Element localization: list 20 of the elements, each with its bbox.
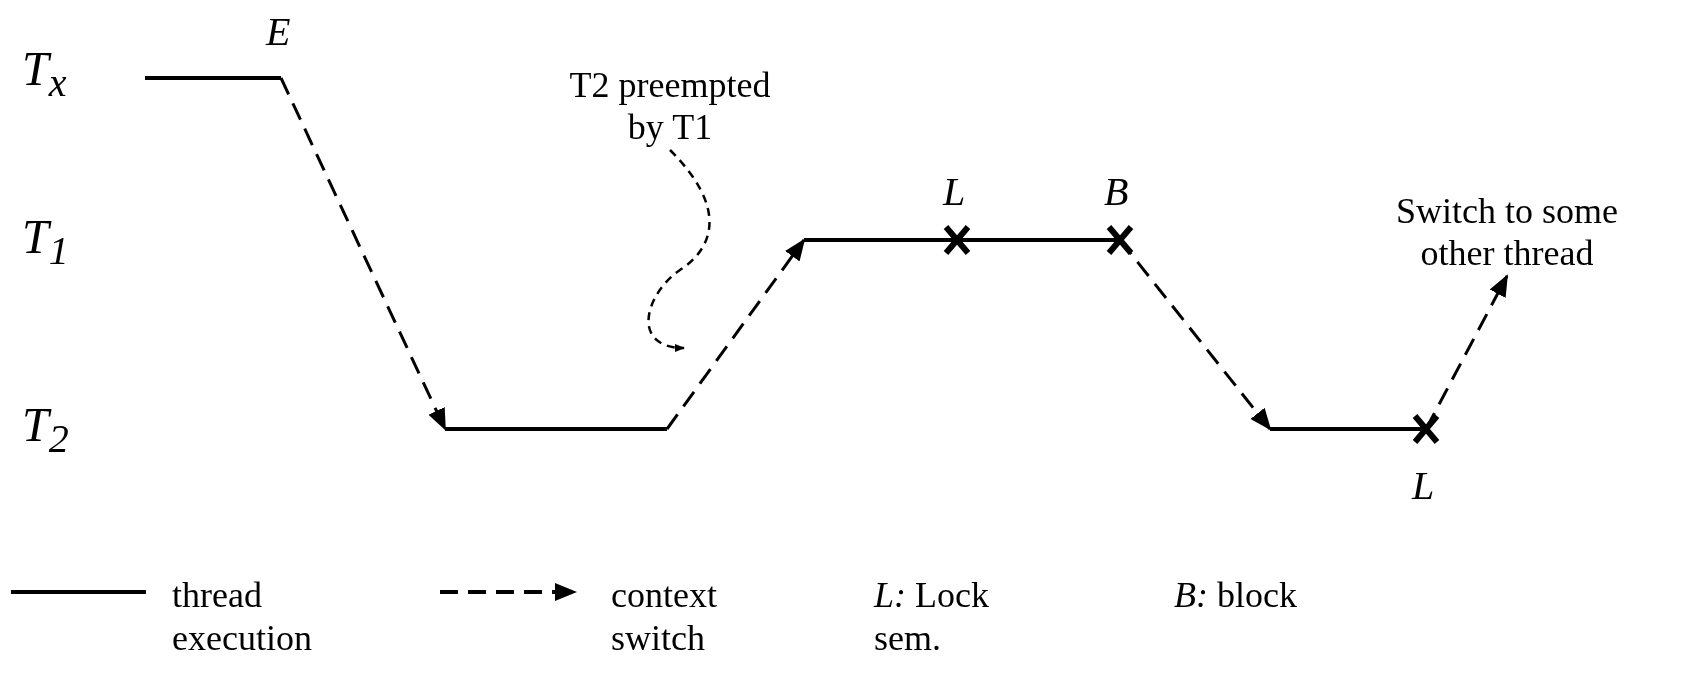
curved-arrow <box>647 149 711 352</box>
event-letter: L <box>1412 462 1435 510</box>
context-switch-arrow <box>665 238 806 430</box>
legend-text: thread execution <box>172 574 313 661</box>
legend-text: L: Lock sem. <box>874 574 990 661</box>
event-letter: E <box>266 8 291 56</box>
legend-text: context switch <box>611 574 718 661</box>
event-letter: L <box>943 168 966 216</box>
legend-text: B: block <box>1174 574 1298 617</box>
thread-label: T$_{1}$ <box>22 209 69 275</box>
execution-bar <box>804 238 1120 242</box>
event-letter: B <box>1104 168 1129 216</box>
execution-bar <box>145 76 281 80</box>
annotation-text: T2 preempted by T1 <box>560 64 780 148</box>
execution-bar <box>1270 427 1426 431</box>
context-switch-arrow <box>279 77 447 431</box>
execution-bar <box>445 427 667 431</box>
annotation-text: Switch to some other thread <box>1372 190 1642 274</box>
thread-label: T$_{2}$ <box>22 397 69 463</box>
thread-label: T$_{x}$ <box>22 41 67 107</box>
